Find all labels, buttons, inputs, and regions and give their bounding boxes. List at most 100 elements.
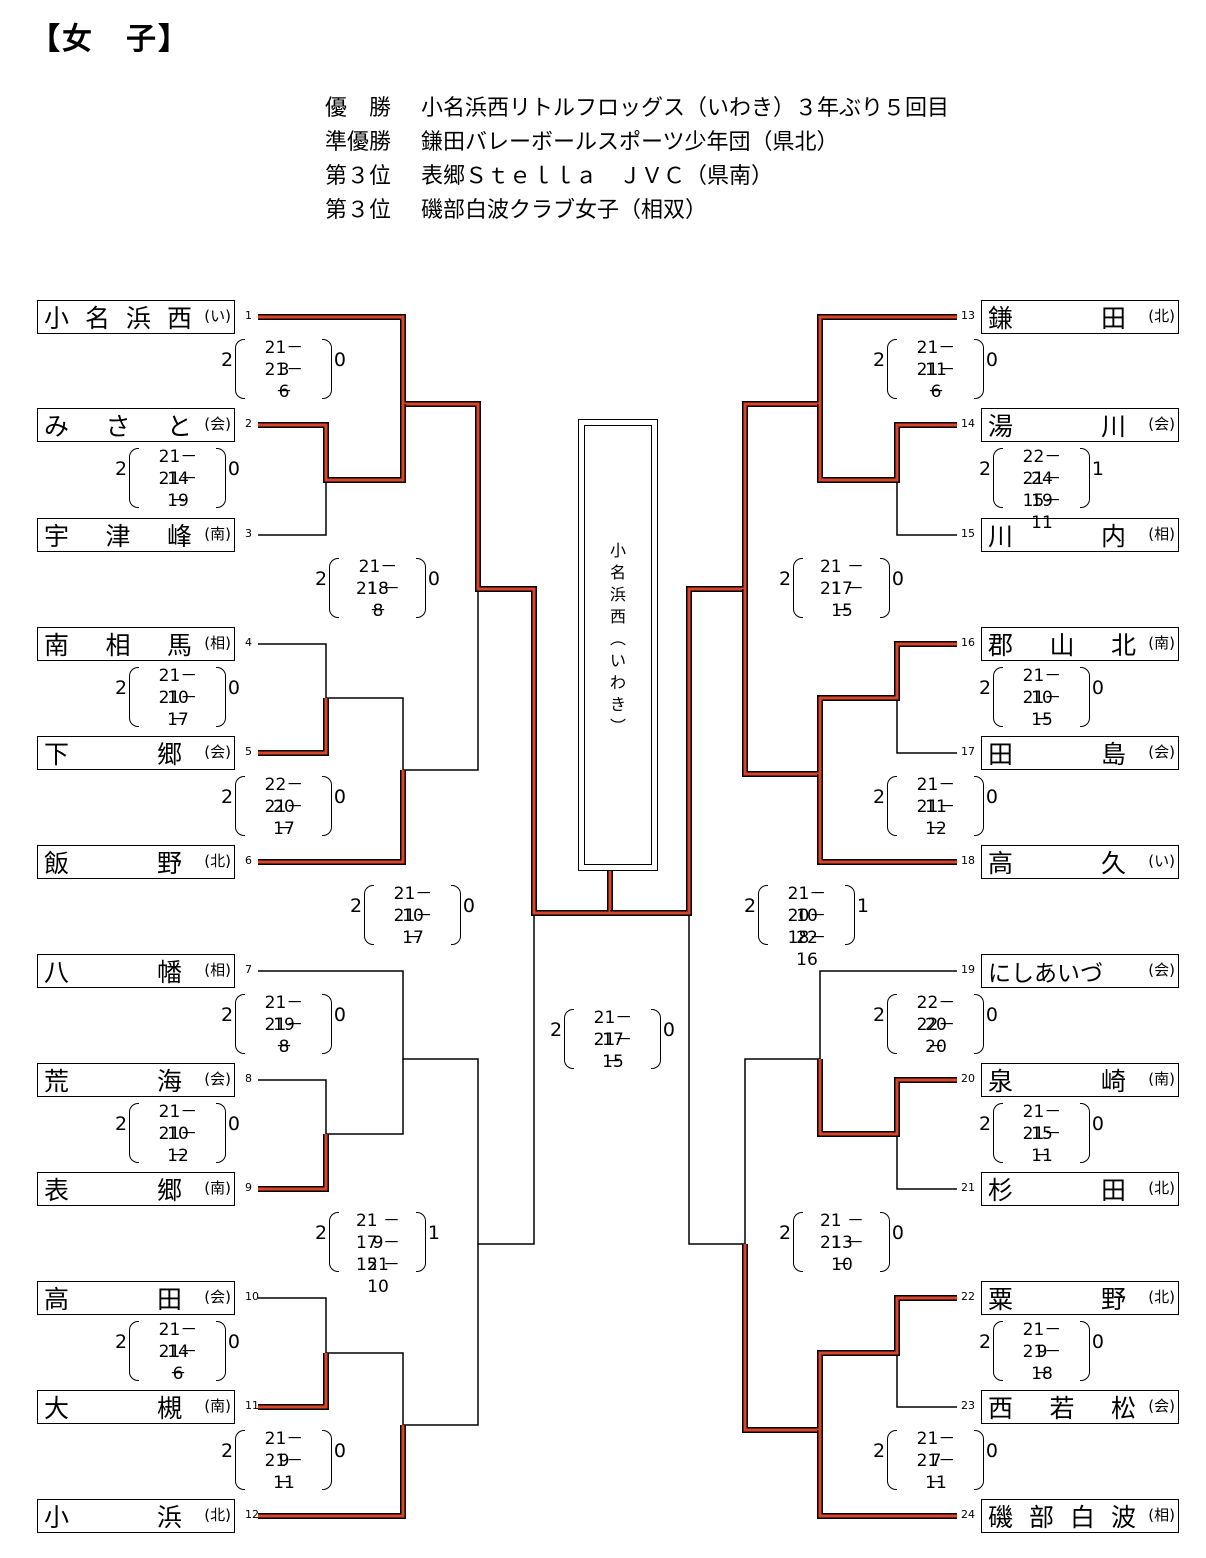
- bracket-path: [896, 1353, 957, 1408]
- team-region: (北): [1148, 1179, 1175, 1197]
- set-score: 21－14: [158, 447, 198, 489]
- team-box: 下郷(会): [37, 736, 235, 770]
- bracket-line: [896, 1353, 957, 1408]
- set-score: －: [169, 491, 187, 511]
- team-box: 泉崎 (南): [981, 1063, 1179, 1097]
- set-score: 22－20: [264, 775, 304, 817]
- team-region: (い): [204, 307, 231, 325]
- set-score: －: [369, 601, 387, 621]
- sets-won-right: 1: [856, 895, 869, 917]
- team-region: (相): [204, 961, 231, 979]
- bracket-path: [896, 480, 957, 536]
- seed-number: 20: [961, 1072, 975, 1085]
- set-score: －: [169, 1364, 187, 1384]
- result-label: 第３位: [325, 164, 392, 189]
- team-region: (会): [1148, 415, 1175, 433]
- sets-won-right: 0: [427, 568, 440, 590]
- team-name: 田島: [988, 739, 1126, 769]
- seed-number: 8: [245, 1072, 252, 1085]
- result-text: 小名浜西リトルフロッグス（いわき）３年ぶり５回目: [421, 96, 950, 121]
- winner-line: [258, 1353, 329, 1410]
- set-score: 21－19: [264, 993, 304, 1035]
- champion-name: 小名浜西︵いわき︶: [609, 541, 626, 736]
- set-score: 21－15: [593, 1030, 633, 1072]
- team-region: (北): [1148, 307, 1175, 325]
- winner-path-fill: [818, 1059, 957, 1136]
- bracket-left: [329, 558, 339, 618]
- team-region: (い): [1148, 852, 1175, 870]
- team-name: 鎌田: [988, 303, 1126, 333]
- team-name: 大槻: [44, 1393, 182, 1423]
- bracket-left: [235, 776, 245, 836]
- team-name: 泉崎: [988, 1066, 1126, 1096]
- team-region: (南): [1148, 1070, 1175, 1088]
- bracket-right: [880, 558, 890, 618]
- set-score: －: [1033, 1146, 1051, 1166]
- sets-won-left: 2: [873, 786, 886, 808]
- set-score: －: [169, 1146, 187, 1166]
- team-box: 宇津峰(南): [37, 518, 235, 552]
- winner-path-outline: [258, 1353, 329, 1410]
- set-score: 21－10: [1022, 666, 1062, 708]
- bracket-line: [258, 1059, 404, 1135]
- bracket-right: [974, 1430, 984, 1490]
- team-region: (相): [1148, 525, 1175, 543]
- team-region: (会): [204, 415, 231, 433]
- seed-number: 6: [245, 854, 252, 867]
- sets-won-right: 0: [333, 1004, 346, 1026]
- winner-path-outline: [817, 404, 957, 483]
- bracket-left: [235, 339, 245, 399]
- team-name: 川内: [988, 521, 1126, 551]
- bracket-right: [216, 667, 226, 727]
- set-score: 21－10: [393, 884, 433, 926]
- sets-won-right: 0: [1091, 1113, 1104, 1135]
- result-label: 準優勝: [325, 130, 392, 155]
- seed-number: 4: [245, 636, 252, 649]
- sets-won-right: 0: [1091, 677, 1104, 699]
- winner-path-fill: [743, 1244, 957, 1432]
- set-score: －: [275, 382, 293, 402]
- bracket-left: [887, 339, 897, 399]
- team-box: 表郷(南): [37, 1172, 235, 1206]
- bracket-left: [235, 994, 245, 1054]
- team-name: 小名浜西: [44, 303, 192, 333]
- set-score: 21－18: [1022, 1342, 1062, 1384]
- set-score: 21 － 9: [355, 1211, 401, 1253]
- set-score: 21－10: [158, 1102, 198, 1144]
- set-score: 21－ 6: [158, 1342, 198, 1384]
- seed-number: 21: [961, 1181, 975, 1194]
- team-region: (南): [204, 1179, 231, 1197]
- sets-won-left: 2: [115, 1113, 128, 1135]
- set-score: 21－15: [1022, 1102, 1062, 1144]
- champion-box: 小名浜西︵いわき︶: [578, 419, 658, 871]
- winner-line: [258, 404, 406, 483]
- bracket-left: [793, 1212, 803, 1272]
- bracket-path: [258, 589, 479, 771]
- set-score: 21 －15: [819, 579, 865, 621]
- bracket-line: [896, 1134, 957, 1190]
- sets-won-left: 2: [979, 458, 992, 480]
- sets-won-right: 0: [985, 1440, 998, 1462]
- sets-won-left: 2: [550, 1019, 563, 1041]
- sets-won-left: 2: [873, 349, 886, 371]
- bracket-left: [329, 1212, 339, 1272]
- team-box: 南相馬(相): [37, 627, 235, 661]
- team-box: みさと(会): [37, 408, 235, 442]
- seed-number: 22: [961, 1290, 975, 1303]
- team-box: 高田(会): [37, 1281, 235, 1315]
- team-box: 鎌田 (北): [981, 300, 1179, 334]
- bracket-left: [129, 448, 139, 508]
- sets-won-right: 0: [333, 349, 346, 371]
- set-score: 21－11: [916, 1451, 956, 1493]
- bracket-left: [887, 776, 897, 836]
- winner-path-fill: [818, 1430, 957, 1518]
- bracket-right: [322, 776, 332, 836]
- bracket-right: [322, 339, 332, 399]
- bracket-left: [793, 558, 803, 618]
- team-name: 磯部白波: [988, 1502, 1136, 1532]
